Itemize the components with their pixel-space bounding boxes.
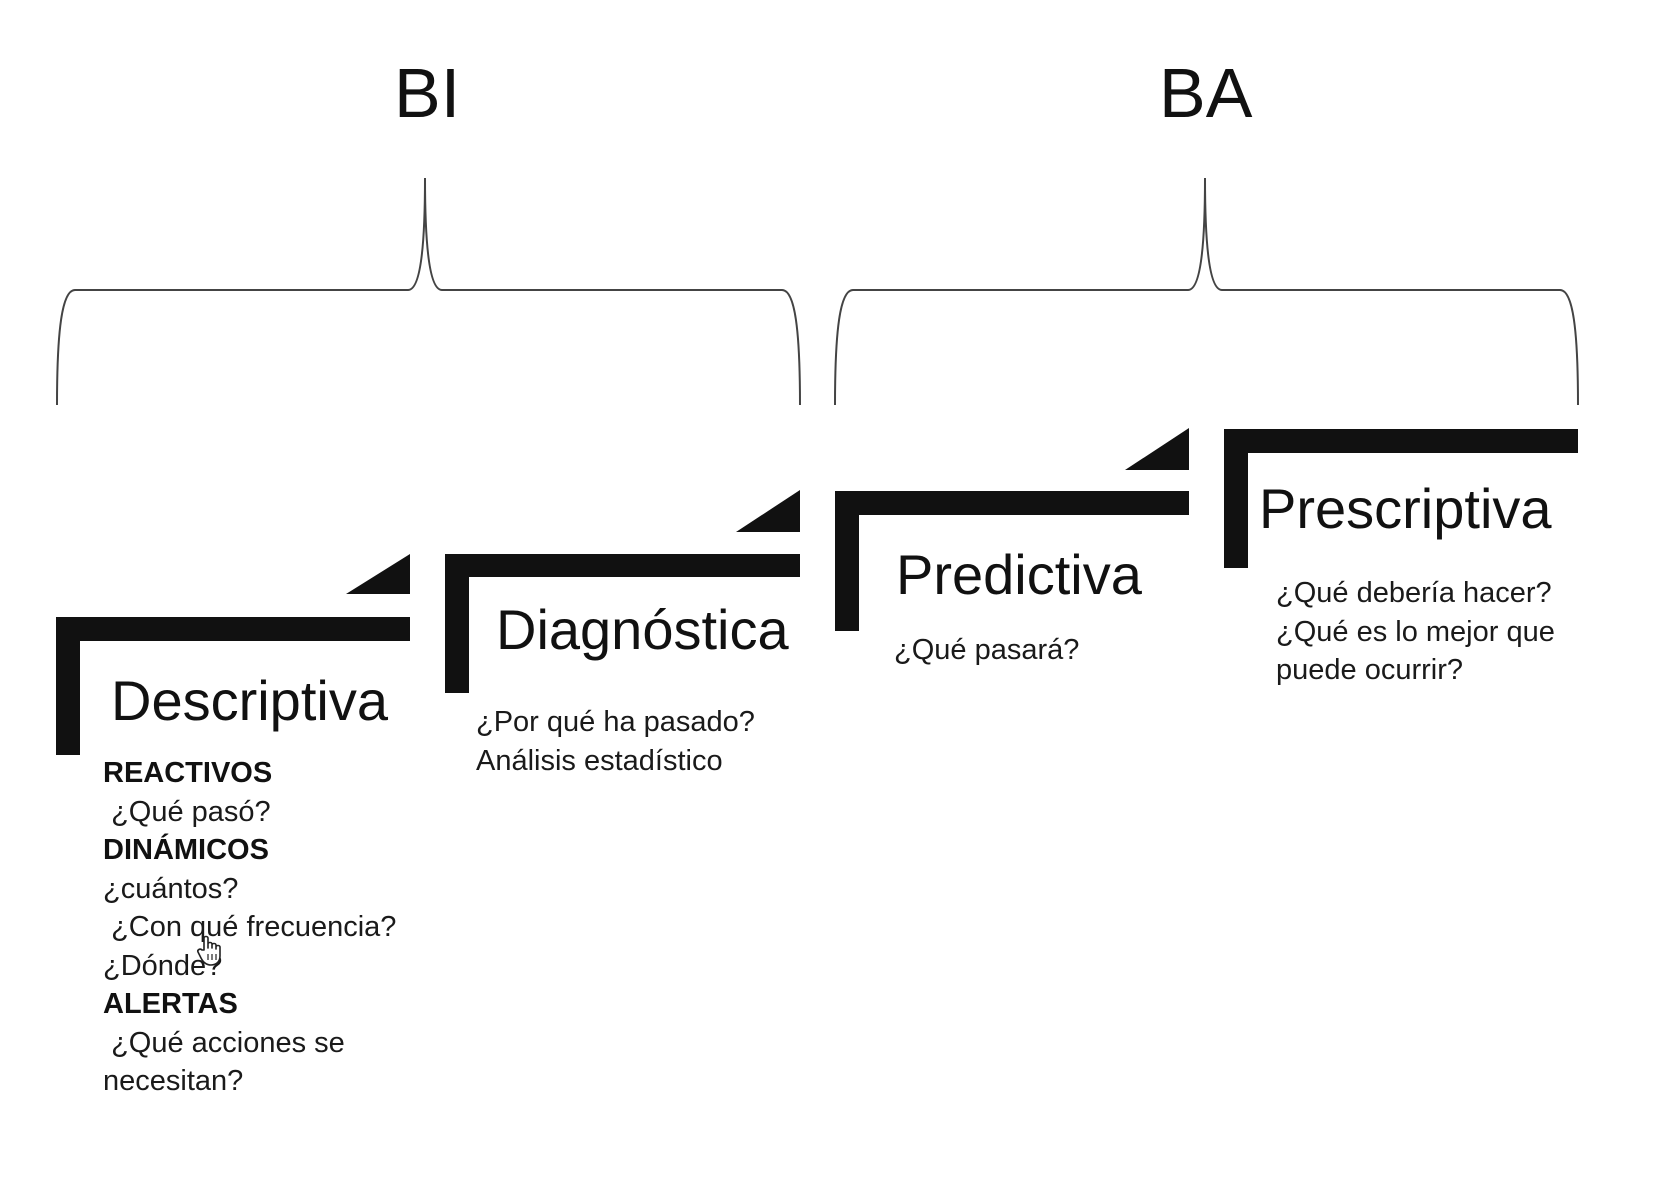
stage-body-prescriptiva: ¿Qué debería hacer? ¿Qué es lo mejor que… — [1276, 574, 1616, 690]
section-text-alertas: ¿Qué acciones se necesitan? — [103, 1026, 353, 1098]
stage-line-diagnostica-2: Análisis estadístico — [476, 744, 723, 777]
step-corner-descriptiva — [56, 617, 410, 755]
section-text-reactivos: ¿Qué pasó? — [103, 795, 271, 828]
brace-ba — [834, 177, 1579, 406]
step-corner-diagnostica — [445, 554, 800, 693]
stage-line-diagnostica-1: ¿Por qué ha pasado? — [476, 706, 755, 738]
stage-body-predictiva: ¿Qué pasará? — [894, 631, 1214, 670]
hand-pointer-icon — [197, 935, 221, 966]
section-heading-reactivos: REACTIVOS — [103, 757, 273, 789]
stage-body-descriptiva: REACTIVOS ¿Qué pasó? DINÁMICOS ¿cuántos?… — [103, 754, 423, 1101]
stage-title-prescriptiva: Prescriptiva — [1259, 477, 1552, 540]
stage-title-predictiva: Predictiva — [896, 543, 1142, 606]
step-corner-prescriptiva — [1224, 429, 1578, 568]
step-corner-predictiva — [835, 491, 1189, 631]
brace-bi — [56, 177, 801, 406]
group-label-bi: BI — [394, 54, 461, 132]
stage-body-diagnostica: ¿Por qué ha pasado? Análisis estadístico — [476, 703, 806, 780]
step-triangle-descriptiva — [346, 554, 410, 594]
stage-line-predictiva-1: ¿Qué pasará? — [894, 634, 1080, 666]
section-heading-dinamicos: DINÁMICOS — [103, 834, 269, 866]
stage-title-descriptiva: Descriptiva — [111, 669, 388, 732]
stage-line-prescriptiva-2: ¿Qué es lo mejor que puede ocurrir? — [1276, 615, 1555, 687]
stage-title-diagnostica: Diagnóstica — [496, 598, 789, 661]
section-heading-alertas: ALERTAS — [103, 988, 238, 1020]
step-triangle-diagnostica — [736, 490, 800, 532]
section-text-dinamicos: ¿cuántos? ¿Con qué frecuencia? ¿Dónde? — [103, 872, 397, 982]
stage-line-prescriptiva-1: ¿Qué debería hacer? — [1276, 577, 1552, 609]
group-label-ba: BA — [1159, 54, 1253, 132]
step-triangle-predictiva — [1125, 428, 1189, 470]
